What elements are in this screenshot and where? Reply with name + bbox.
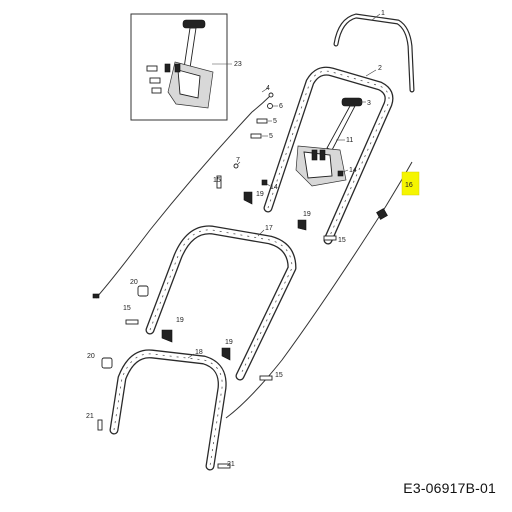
callout-21b: 21 — [227, 461, 235, 468]
lever-assembly: 3 11 — [295, 97, 371, 187]
inset-clip — [164, 63, 171, 73]
callout-14a: 14 — [270, 184, 278, 191]
bolt-21a — [97, 419, 103, 431]
callout-15d: 15 — [275, 372, 283, 379]
callout-15c: 15 — [123, 305, 131, 312]
callout-3: 3 — [367, 100, 371, 107]
bail-bar-1: 1 — [333, 10, 415, 93]
spacer-20a — [137, 285, 149, 297]
lower-handle-18: 18 — [109, 349, 227, 471]
callout-19b: 19 — [303, 211, 311, 218]
callout-15b: 15 — [338, 237, 346, 244]
upper-hardware: 5 5 6 7 15 19 14 14 19 15 — [213, 103, 357, 244]
callout-19d: 19 — [225, 339, 233, 346]
bolt-5b — [250, 133, 262, 139]
callout-11: 11 — [346, 137, 353, 144]
lever-knob-3 — [341, 97, 363, 107]
spacer-20b — [101, 357, 113, 369]
callout-5a: 5 — [273, 118, 277, 125]
lower-hardware: 20 15 19 19 20 15 — [87, 279, 283, 381]
middle-handle-17: 17 — [145, 225, 297, 381]
callout-20a: 20 — [130, 279, 138, 286]
nut-6 — [267, 103, 273, 109]
callout-23: 23 — [234, 61, 242, 68]
inset-bolt-3 — [151, 87, 162, 94]
callout-15a: 15 — [213, 177, 221, 184]
cable-16: 16 — [225, 161, 420, 419]
cable-4-fitting — [92, 293, 100, 299]
callout-20b: 20 — [87, 353, 95, 360]
bolt-15d — [259, 375, 273, 381]
upper-handle-2: 2 — [263, 65, 394, 245]
callout-17: 17 — [265, 225, 273, 232]
callout-1: 1 — [381, 10, 385, 17]
knob-14a — [261, 179, 268, 186]
bracket-19d — [221, 347, 231, 361]
bracket-19c — [161, 329, 173, 343]
bolt-5a — [256, 118, 268, 124]
washer-7 — [233, 163, 239, 169]
bolt-21b — [217, 463, 231, 469]
inset-bolt-2 — [149, 77, 161, 84]
cable-16-fitting — [376, 208, 388, 220]
callout-5b: 5 — [269, 133, 273, 140]
bolt-15c — [125, 319, 139, 325]
knob-14b — [337, 170, 344, 177]
callout-2: 2 — [378, 65, 382, 72]
inset-detail-23: 23 — [130, 13, 242, 121]
callout-21a: 21 — [86, 413, 94, 420]
callout-18: 18 — [195, 349, 203, 356]
callout-19c: 19 — [176, 317, 184, 324]
lever-plate — [303, 151, 333, 179]
callout-4: 4 — [266, 85, 270, 92]
inset-clip-2 — [174, 63, 181, 73]
bolt-15b — [323, 235, 337, 241]
diagram-reference-code: E3-06917B-01 — [403, 480, 496, 496]
callout-14b: 14 — [349, 167, 357, 174]
cable-4: 4 — [92, 85, 274, 299]
bolt-15a — [216, 175, 222, 189]
lever-clip — [311, 149, 318, 161]
callout-7: 7 — [236, 157, 240, 164]
callout-16-highlight — [401, 171, 420, 196]
inset-lever-knob — [182, 19, 206, 29]
callout-6: 6 — [279, 103, 283, 110]
bracket-19b — [297, 219, 307, 231]
bracket-19a — [243, 191, 253, 205]
inset-bolt-1 — [146, 65, 158, 72]
inset-bracket-plate — [177, 69, 201, 99]
lever-clip-2 — [319, 149, 326, 161]
callout-19a: 19 — [256, 191, 264, 198]
callout-16: 16 — [405, 182, 413, 189]
cable-4-end — [268, 92, 274, 98]
bottom-hardware: 21 21 — [86, 413, 235, 469]
